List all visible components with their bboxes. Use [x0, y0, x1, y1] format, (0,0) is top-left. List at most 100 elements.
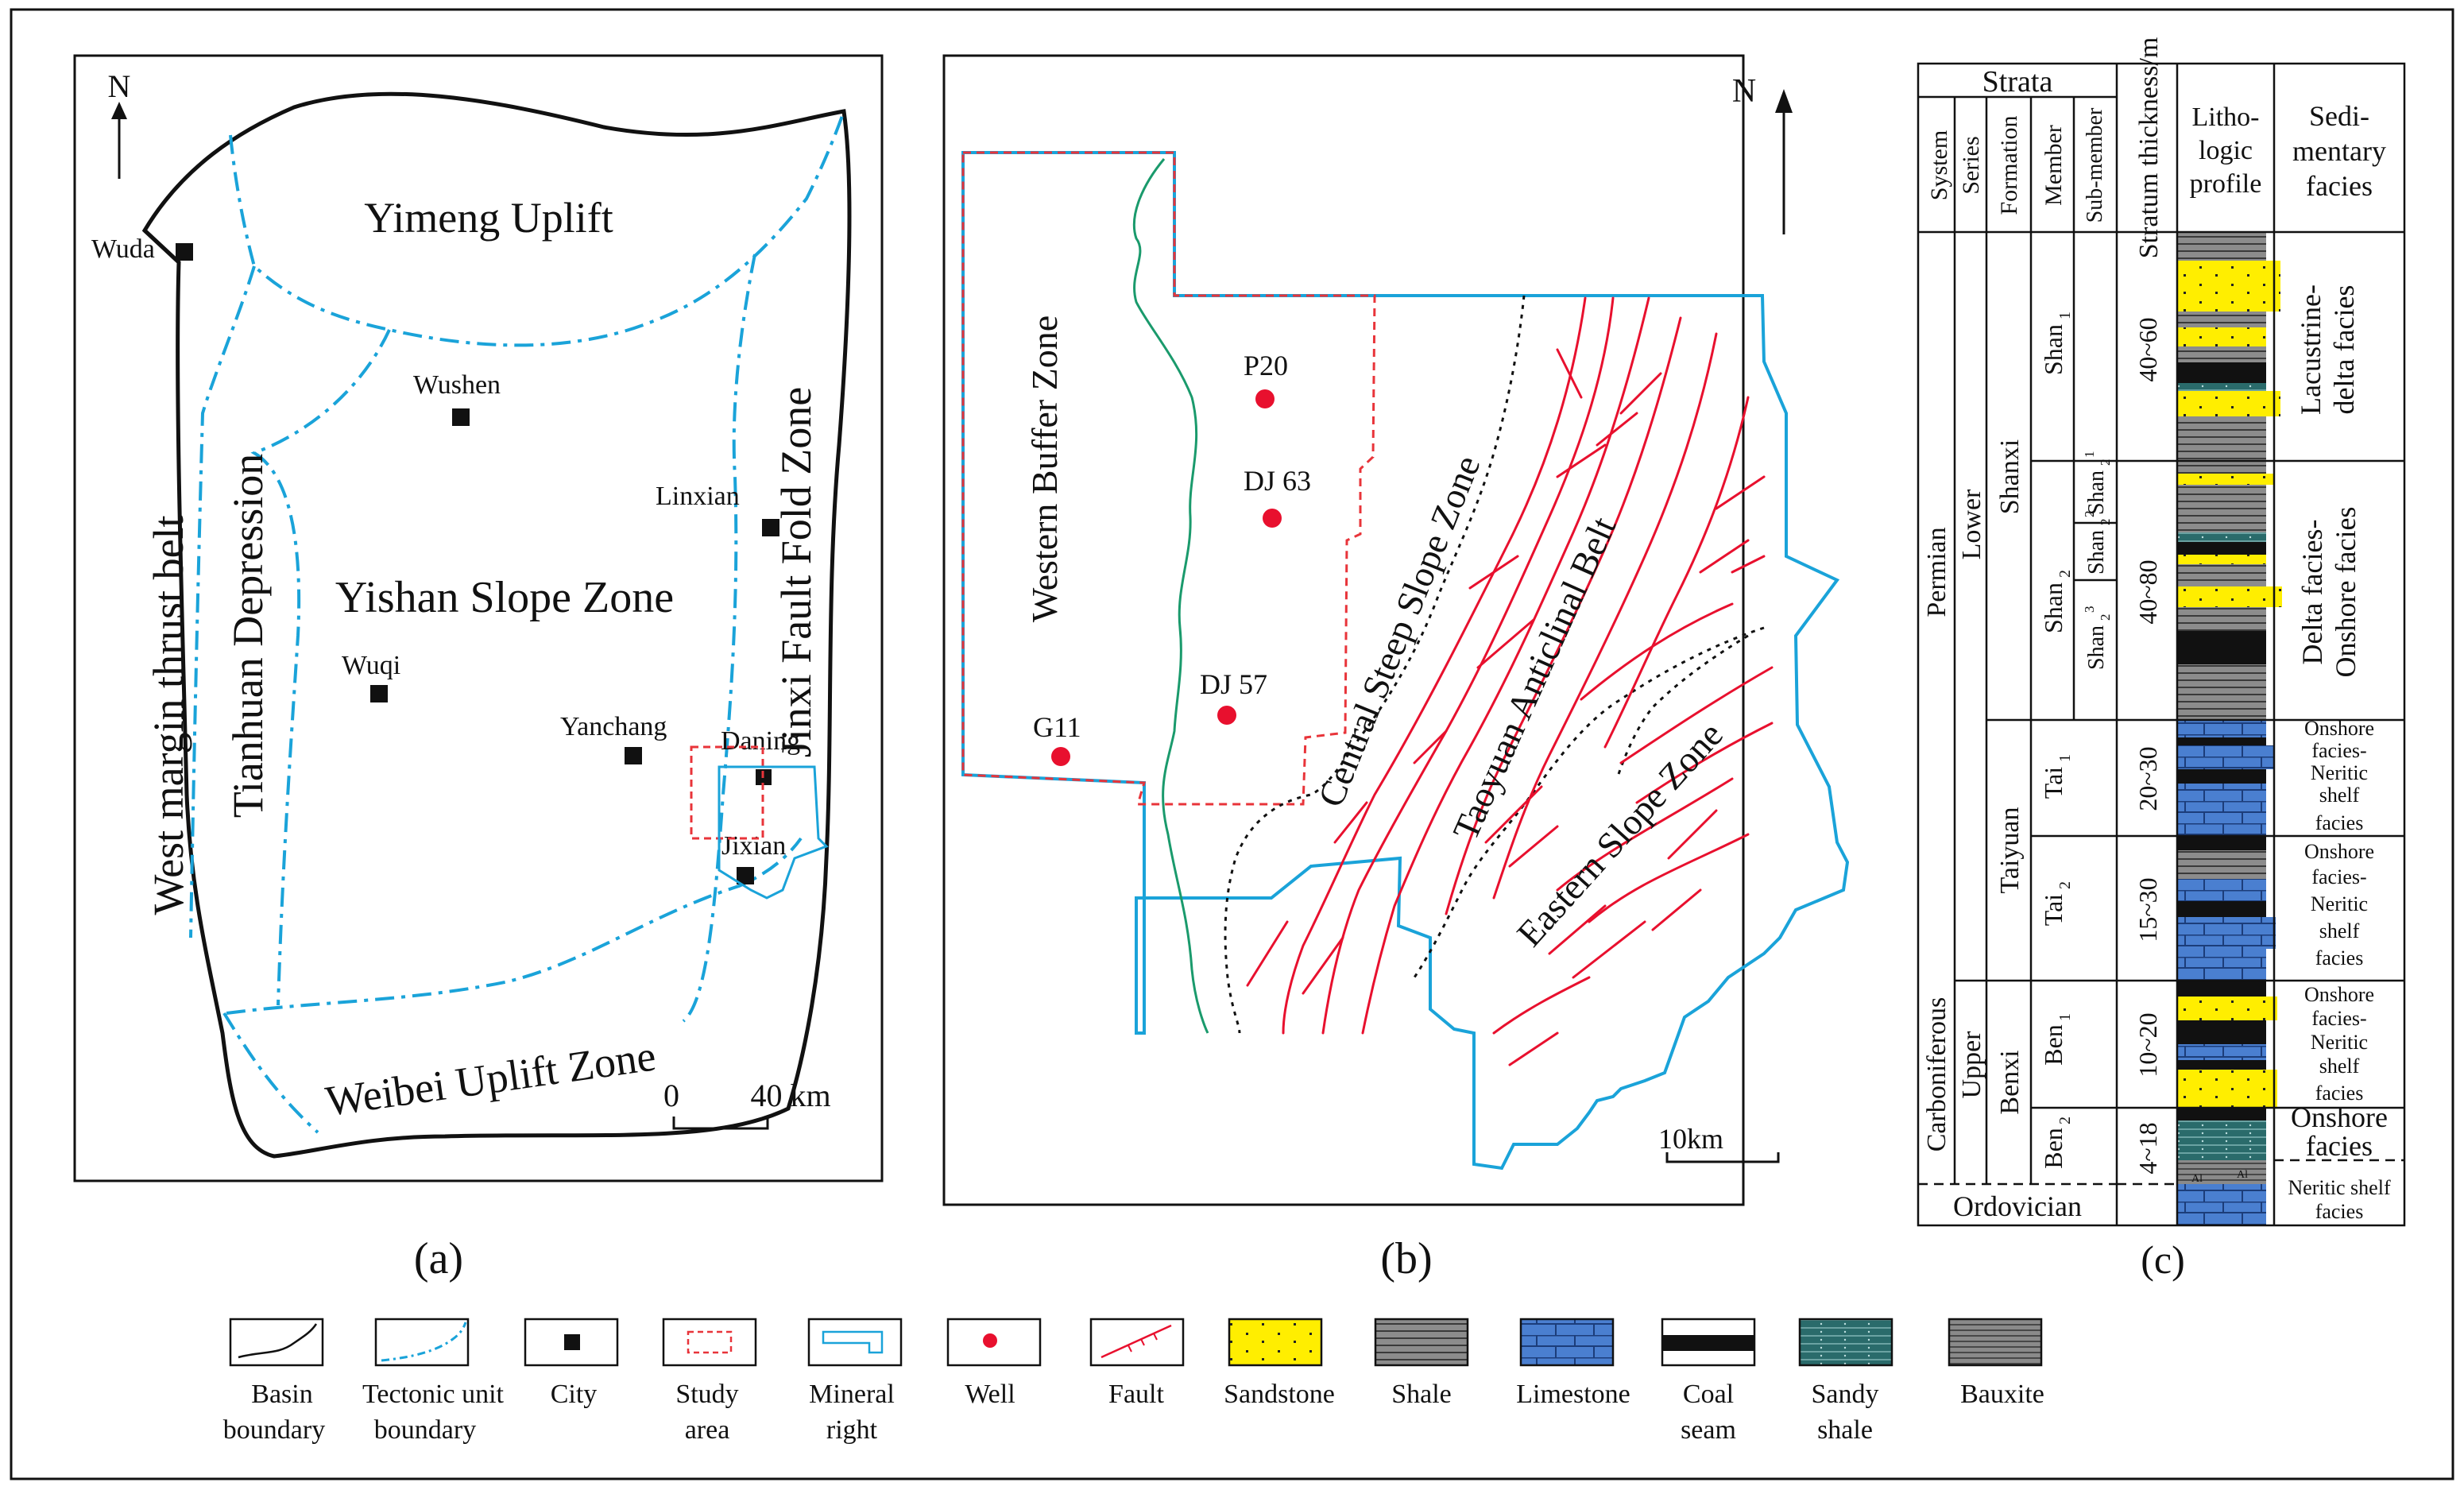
city-marker-wuqi	[370, 685, 388, 702]
facies-taiyuan-2: Onshore facies- Neritic shelf facies	[2304, 840, 2374, 969]
formation-taiyuan: Taiyuan	[1995, 807, 2025, 893]
facies-delta-onshore-2: Onshore facies	[2330, 507, 2361, 678]
city-marker-linxian	[762, 519, 779, 536]
legend: Basin boundary Tectonic unit boundary Ci…	[223, 1318, 2044, 1445]
member-tai2-label: Tai	[2039, 894, 2068, 927]
facies-line: Neritic	[2311, 892, 2368, 915]
limestone-swatch	[1519, 1318, 1615, 1367]
legend-label: seam	[1681, 1415, 1736, 1445]
facies-onshore-2: facies	[2306, 1130, 2373, 1162]
member-shan2-label: Shan	[2039, 582, 2068, 633]
study-area-boundary	[961, 151, 1376, 806]
well-label-dj57: DJ 57	[1200, 668, 1267, 700]
wells: P20 DJ 63 DJ 57 G11	[1033, 350, 1311, 766]
member-ben2-sub: 2	[2056, 1117, 2074, 1124]
north-label: N	[1732, 73, 1756, 110]
legend-item-mineral-right: Mineral right	[807, 1318, 903, 1445]
city-label-jixian: Jixian	[721, 831, 786, 861]
legend-label: Well	[965, 1380, 1015, 1409]
label-eastern-slope-zone: Eastern Slope Zone	[1509, 714, 1731, 954]
facies-line: Neritic	[2311, 1031, 2368, 1054]
series-upper: Upper	[1957, 1031, 1986, 1099]
sub-member-sub: 2	[2098, 614, 2113, 621]
member-shan1-sub: 1	[2056, 312, 2074, 319]
label-central-steep-slope-zone: Central Steep Slope Zone	[1310, 450, 1488, 812]
member-shan2-sub: 2	[2056, 570, 2074, 578]
member-ben1-sub: 1	[2056, 1013, 2074, 1021]
header-system: System	[1926, 130, 1952, 200]
legend-label: Coal	[1683, 1380, 1734, 1409]
thickness-shan1: 40~60	[2133, 317, 2162, 381]
legend-label: area	[685, 1415, 730, 1445]
legend-item-well: Well	[946, 1318, 1042, 1409]
basin-nw-spur	[143, 229, 180, 264]
facies-line: facies-	[2311, 865, 2366, 888]
river	[1132, 158, 1209, 1034]
header-lithologic-2: logic	[2199, 136, 2253, 165]
header-member: Member	[2040, 125, 2067, 206]
facies-line: shelf	[2319, 1055, 2360, 1078]
bauxite-swatch	[1948, 1318, 2043, 1367]
legend-label: City	[551, 1380, 598, 1409]
scale-distance: 40 km	[750, 1078, 830, 1113]
legend-label: Shale	[1391, 1380, 1452, 1409]
facies-line: facies-	[2311, 1007, 2366, 1030]
facies-lacustrine-delta-2: delta facies	[2328, 285, 2360, 415]
facies-line: Neritic	[2311, 761, 2368, 784]
north-label: N	[108, 68, 131, 104]
zone-boundaries	[1224, 295, 1765, 1034]
legend-item-shale: Shale	[1374, 1318, 1469, 1409]
city-icon	[564, 1334, 580, 1350]
facies-delta-onshore-1: Delta facies-	[2296, 520, 2328, 665]
panel-b: N	[942, 54, 1850, 1283]
bauxite-mark: Al	[2237, 1169, 2248, 1181]
cities: Wuda Wushen Linxian Wuqi Yanchang Daning…	[91, 234, 800, 884]
well-label-g11: G11	[1033, 711, 1081, 743]
header-facies-1: Sedi-	[2309, 100, 2369, 132]
caption-b: (b)	[1380, 1234, 1432, 1283]
facies-neritic-shelf-2: facies	[2315, 1200, 2364, 1223]
legend-label: Mineral	[809, 1380, 895, 1409]
sub-member-sub: 2	[2098, 519, 2113, 526]
well-label-dj63: DJ 63	[1244, 465, 1311, 497]
member-ben1: Ben 1	[2039, 1013, 2074, 1066]
sandy-shale-swatch	[1798, 1318, 1893, 1367]
header-sub-member: Sub-member	[2083, 107, 2107, 223]
tectonic-boundaries	[189, 110, 845, 1134]
legend-label: Basin	[251, 1380, 312, 1409]
legend-label: right	[826, 1415, 878, 1445]
member-shan1-label: Shan	[2039, 324, 2068, 375]
sub-member-shan2-3: Shan 2 3	[2082, 606, 2113, 671]
formation-shanxi: Shanxi	[1995, 439, 2025, 514]
facies-line: shelf	[2319, 919, 2360, 942]
study-area-icon	[687, 1330, 733, 1354]
member-tai1-sub: 1	[2056, 754, 2074, 762]
header-formation: Formation	[1996, 116, 2022, 215]
legend-label: boundary	[223, 1415, 325, 1445]
sub-member-sup: 1	[2082, 451, 2097, 459]
city-label-daning: Daning	[721, 726, 800, 756]
header-facies-2: mentary	[2292, 135, 2386, 167]
member-shan1: Shan 1	[2039, 312, 2074, 375]
city-marker-wuda	[176, 243, 193, 261]
sub-member-sub: 2	[2098, 459, 2113, 466]
member-tai1-label: Tai	[2039, 767, 2068, 799]
legend-item-study-area: Study area	[662, 1318, 757, 1445]
city-label-linxian: Linxian	[656, 482, 740, 511]
facies-onshore-1: Onshore	[2291, 1101, 2388, 1133]
fault-icon	[1100, 1324, 1172, 1359]
thickness-tai2: 15~30	[2133, 877, 2162, 942]
facies-line: shelf	[2319, 784, 2360, 807]
sandstone-swatch	[1228, 1318, 1323, 1367]
header-stratum-thickness: Stratum thickness/m	[2134, 37, 2164, 259]
caption-c: (c)	[2141, 1237, 2185, 1282]
legend-item-sandstone: Sandstone	[1224, 1318, 1335, 1409]
mineral-right-outline	[718, 765, 829, 900]
legend-item-bauxite: Bauxite	[1948, 1318, 2044, 1409]
sub-member-sup: 3	[2082, 606, 2097, 613]
header-strata: Strata	[1982, 65, 2053, 99]
panel-b-frame	[942, 54, 1745, 1206]
sub-member-sup: 2	[2082, 511, 2097, 518]
well-icon	[983, 1333, 997, 1348]
